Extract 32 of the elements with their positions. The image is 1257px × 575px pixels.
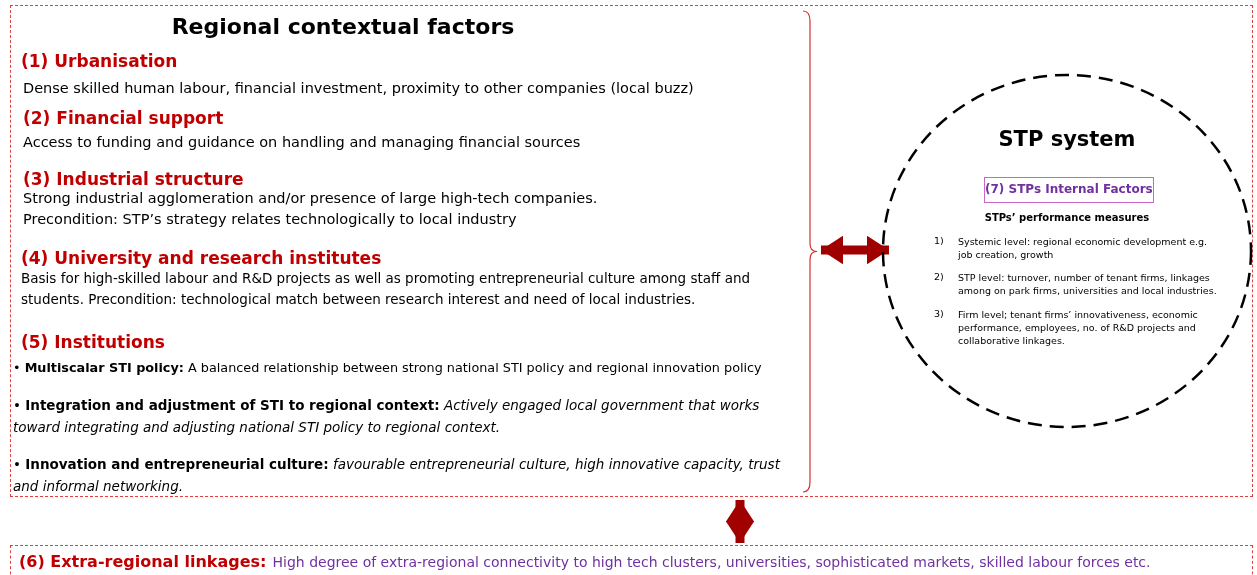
- body-text: Precondition: STP’s strategy relates technologically to local industry: [23, 211, 518, 227]
- dotted-frame: [10, 5, 1253, 497]
- body-text: High degree of extra-regional connectivity to high tech clusters, universities, sophisticated markets, skilled labour forces etc.: [272, 554, 1151, 570]
- box-heading: (6) Extra-regional linkages:: [19, 552, 267, 571]
- section-heading: (1) Urbanisation: [21, 51, 178, 71]
- double-arrow: [725, 500, 755, 543]
- list-number: 3): [934, 308, 944, 319]
- section-heading: (3) Industrial structure: [23, 169, 244, 189]
- bullet-item: • Integration and adjustment of STI to regional context: Actively engaged local government that works toward integrating and adjusting national STI policy to regional context.: [13, 396, 761, 437]
- factors-panel: [13, 9, 818, 494]
- double-arrow: [821, 235, 889, 265]
- list-number: 2): [934, 271, 944, 282]
- box-heading: (7) STPs Internal Factors: [985, 182, 1152, 196]
- bullet-item: • Multiscalar STI policy: A balanced relationship between strong national STI policy and regional innovation policy: [13, 360, 763, 375]
- panel-title: Regional contextual factors: [170, 14, 516, 39]
- list-number: 1): [934, 235, 944, 246]
- list-text: STP level: turnover, number of tenant firms, linkages among on park firms, universities and local industries.: [958, 271, 1218, 297]
- list-text: Firm level; tenant firms’ innovativeness, economic performance, employees, no. of R&D projects and collaborative linkages.: [958, 308, 1199, 347]
- body-text: Access to funding and guidance on handling and managing financial sources: [23, 134, 582, 150]
- list-text: Systemic level: regional economic development e.g. job creation, growth: [958, 235, 1209, 261]
- section-heading: (2) Financial support: [23, 108, 224, 128]
- body-text: Dense skilled human labour, financial investment, proximity to other companies (local buzz): [23, 80, 695, 96]
- section-heading: (4) University and research institutes: [21, 248, 382, 268]
- dashed-circle: [881, 73, 1253, 429]
- body-text: Strong industrial agglomeration and/or presence of large high-tech companies.: [23, 190, 599, 206]
- subheading: STPs’ performance measures: [983, 212, 1151, 223]
- heading-box: [984, 177, 1154, 203]
- circle-title: STP system: [997, 127, 1137, 151]
- bullet-item: • Innovation and entrepreneurial culture: favourable entrepreneurial culture, high innovative capacity, trust and informal networking.: [13, 455, 782, 496]
- linkage-box: [10, 545, 1253, 575]
- section-heading: (5) Institutions: [21, 332, 165, 352]
- body-text: Basis for high-skilled labour and R&D projects as well as promoting entrepreneurial culture among staff and students. Precondition: technological match between research interest and need of local industries.: [21, 269, 752, 309]
